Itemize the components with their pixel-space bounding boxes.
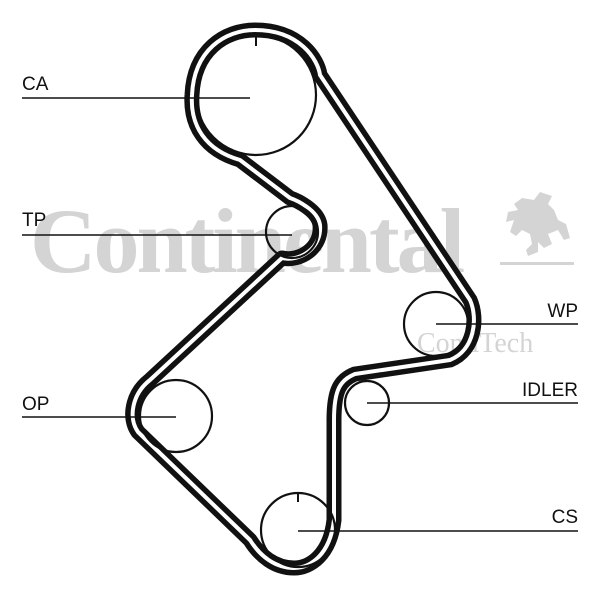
belt-inner-edge bbox=[130, 28, 476, 570]
label-ca: CA bbox=[22, 74, 49, 95]
tensioner-pulley bbox=[264, 204, 320, 260]
label-idler: IDLER bbox=[522, 380, 578, 401]
watermark: Continental ContiTech bbox=[30, 190, 574, 359]
watermark-underline bbox=[500, 262, 574, 265]
label-wp: WP bbox=[547, 301, 578, 322]
crankshaft-pulley bbox=[259, 491, 337, 569]
label-tp: TP bbox=[22, 210, 46, 231]
watermark-brand-text: Continental bbox=[30, 190, 464, 292]
leader-lines bbox=[22, 97, 578, 532]
label-cs: CS bbox=[552, 507, 578, 528]
timing-belt bbox=[125, 22, 482, 576]
camshaft-pulley bbox=[194, 33, 318, 157]
horse-logo-icon bbox=[506, 192, 570, 256]
labels: CA TP OP WP IDLER CS bbox=[22, 74, 578, 528]
belt-outer-edge bbox=[125, 22, 482, 576]
oil-pump-pulley bbox=[138, 378, 214, 454]
label-op: OP bbox=[22, 394, 49, 415]
